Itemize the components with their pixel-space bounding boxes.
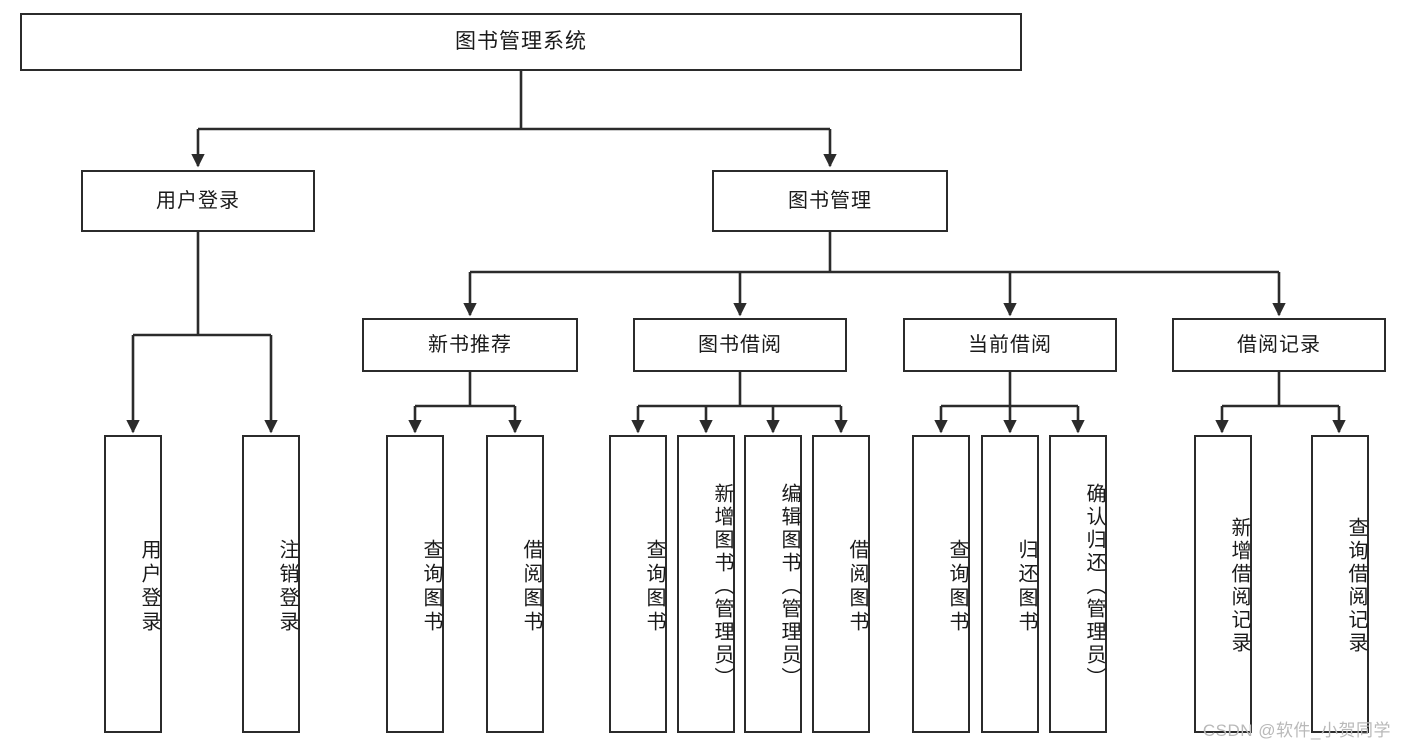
leaf-query-borrow-record[interactable]: 查询借阅记录 (1311, 435, 1369, 733)
leaf-add-book-admin[interactable]: 新增图书（管理员） (677, 435, 735, 733)
node-new-book-rec[interactable]: 新书推荐 (362, 318, 578, 372)
leaf-confirm-return-admin[interactable]: 确认归还（管理员） (1049, 435, 1107, 733)
node-current-borrow[interactable]: 当前借阅 (903, 318, 1117, 372)
leaf-user-login[interactable]: 用户登录 (104, 435, 162, 733)
leaf-query-book-newrec[interactable]: 查询图书 (386, 435, 444, 733)
leaf-add-borrow-record[interactable]: 新增借阅记录 (1194, 435, 1252, 733)
leaf-query-book-borrow[interactable]: 查询图书 (609, 435, 667, 733)
node-root[interactable]: 图书管理系统 (20, 13, 1022, 71)
watermark-text: CSDN @软件_小贺同学 (1202, 721, 1391, 740)
leaf-return-book[interactable]: 归还图书 (981, 435, 1039, 733)
leaf-borrow-book-newrec[interactable]: 借阅图书 (486, 435, 544, 733)
leaf-edit-book-admin[interactable]: 编辑图书（管理员） (744, 435, 802, 733)
leaf-query-book-current[interactable]: 查询图书 (912, 435, 970, 733)
node-user-login[interactable]: 用户登录 (81, 170, 315, 232)
leaf-borrow-book-borrow[interactable]: 借阅图书 (812, 435, 870, 733)
leaf-logout-login[interactable]: 注销登录 (242, 435, 300, 733)
node-book-manage[interactable]: 图书管理 (712, 170, 948, 232)
node-borrow-record[interactable]: 借阅记录 (1172, 318, 1386, 372)
node-book-borrow[interactable]: 图书借阅 (633, 318, 847, 372)
